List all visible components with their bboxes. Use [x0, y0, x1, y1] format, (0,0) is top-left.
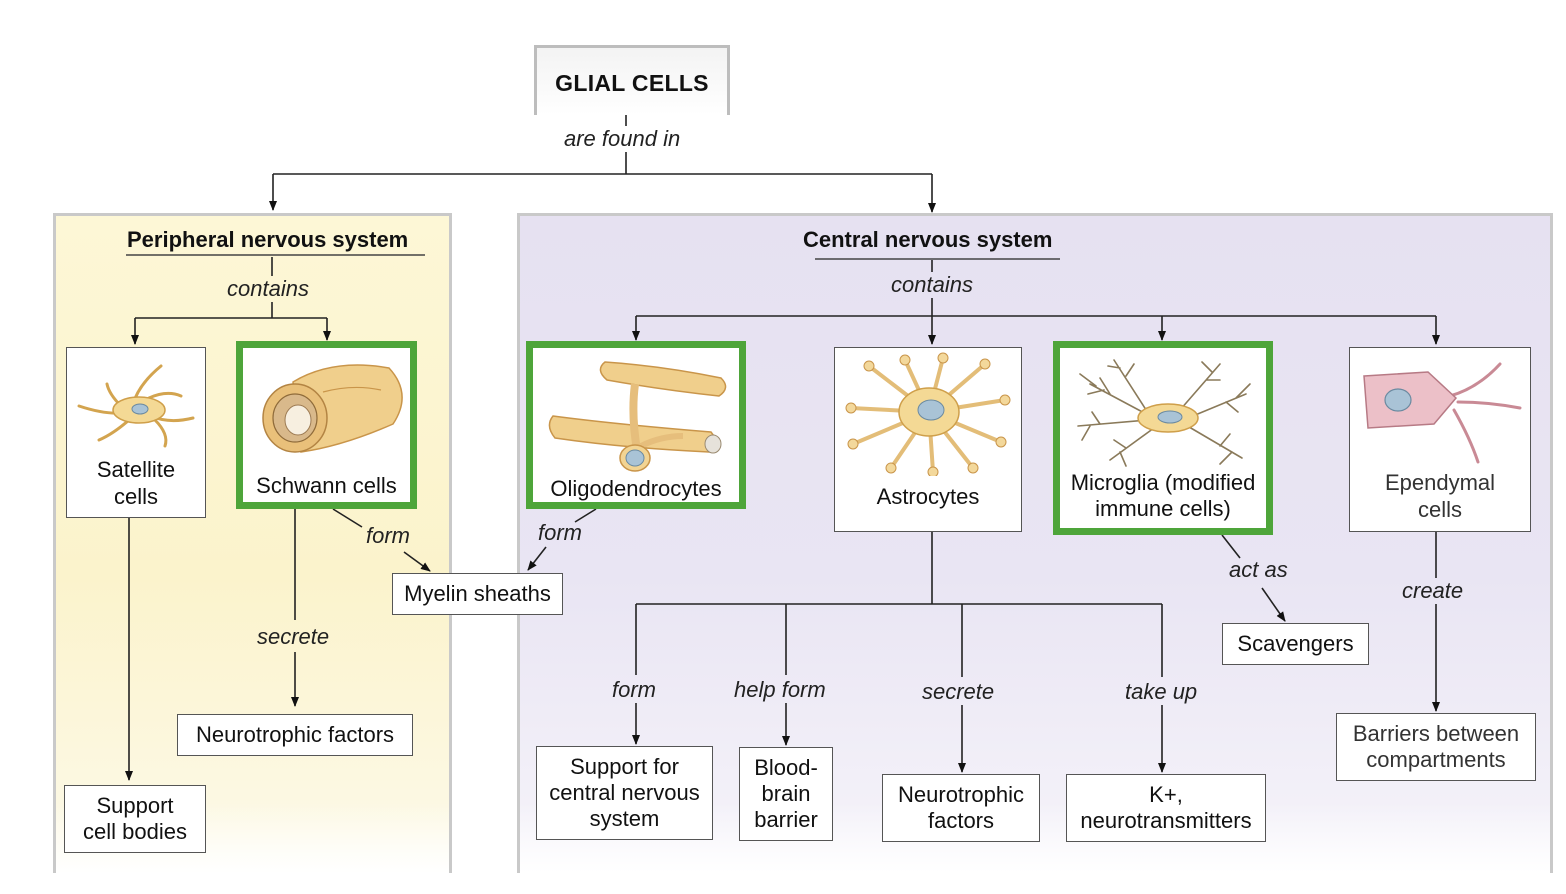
microglia-label-2: immune cells) — [1095, 496, 1231, 521]
verb-are-found-in: are found in — [564, 126, 681, 151]
verb-ependymal-create: create — [1402, 578, 1464, 603]
verb-astro-secrete: secrete — [922, 679, 995, 704]
satellite-cells-box: Satellite cells — [66, 347, 206, 518]
ependymal-cells-box: Ependymal cells — [1349, 347, 1531, 532]
microglia-illustration — [1077, 359, 1251, 467]
satellite-cell-illustration — [77, 364, 195, 448]
verb-cns-contains: contains — [891, 272, 973, 297]
pns-heading: Peripheral nervous system — [127, 227, 409, 252]
verb-astro-take-up: take up — [1125, 679, 1198, 704]
ependymal-label-2: cells — [1417, 497, 1462, 522]
myelin-sheaths-box: Myelin sheaths — [392, 573, 563, 615]
verb-schwann-form: form — [366, 523, 410, 548]
support-cell-bodies-line1: Support — [96, 793, 174, 818]
cns-heading: Central nervous system — [803, 227, 1053, 252]
pns-panel — [53, 213, 452, 873]
oligodendrocyte-illustration — [548, 361, 727, 472]
schwann-cell-illustration — [262, 364, 403, 453]
verb-astro-form: form — [612, 677, 656, 702]
oligodendrocytes-box: Oligodendrocytes — [526, 341, 746, 509]
k-neurotransmitters-box: K+, neurotransmitters — [1066, 774, 1266, 842]
blood-brain-barrier-box: Blood- brain barrier — [739, 747, 833, 841]
microglia-label-1: Microglia (modified — [1070, 470, 1256, 495]
satellite-label-2: cells — [113, 484, 158, 509]
support-cns-line1: Support for — [570, 754, 679, 779]
support-cns-line3: system — [589, 806, 660, 831]
bbb-line2: brain — [761, 781, 811, 806]
barriers-line2: compartments — [1366, 747, 1506, 772]
microglia-box: Microglia (modified immune cells) — [1053, 341, 1273, 535]
schwann-cells-box: Schwann cells — [236, 341, 417, 509]
ependymal-label-1: Ependymal — [1384, 470, 1496, 495]
verb-oligo-form: form — [538, 520, 582, 545]
astrocyte-illustration — [845, 352, 1011, 476]
glial-cells-title: GLIAL CELLS — [534, 45, 730, 115]
schwann-label: Schwann cells — [256, 473, 397, 498]
oligodendrocytes-label: Oligodendrocytes — [550, 476, 722, 501]
ependymal-cell-illustration — [1363, 362, 1522, 464]
bbb-line3: barrier — [754, 807, 818, 832]
verb-astro-help-form: help form — [734, 677, 826, 702]
cns-neurotrophic-factors-box: Neurotrophic factors — [882, 774, 1040, 842]
verb-micro-act-as: act as — [1229, 557, 1288, 582]
bbb-line1: Blood- — [754, 755, 818, 780]
verb-pns-contains: contains — [227, 276, 309, 301]
scavengers-box: Scavengers — [1222, 623, 1369, 665]
k-line1: K+, — [1149, 782, 1183, 807]
astrocytes-label: Astrocytes — [876, 484, 980, 509]
support-cell-bodies-line2: cell bodies — [83, 819, 187, 844]
verb-schwann-secrete: secrete — [257, 624, 330, 649]
barriers-box: Barriers between compartments — [1336, 713, 1536, 781]
support-cns-box: Support for central nervous system — [536, 746, 713, 840]
pns-neurotrophic-factors-box: Neurotrophic factors — [177, 714, 413, 756]
support-cns-line2: central nervous — [549, 780, 700, 805]
support-cell-bodies-box: Support cell bodies — [64, 785, 206, 853]
cns-neuro-line1: Neurotrophic — [898, 782, 1024, 807]
k-line2: neurotransmitters — [1080, 808, 1252, 833]
astrocytes-box: Astrocytes — [834, 347, 1022, 532]
satellite-label-1: Satellite — [96, 457, 176, 482]
barriers-line1: Barriers between — [1352, 721, 1520, 746]
cns-neuro-line2: factors — [927, 808, 995, 833]
